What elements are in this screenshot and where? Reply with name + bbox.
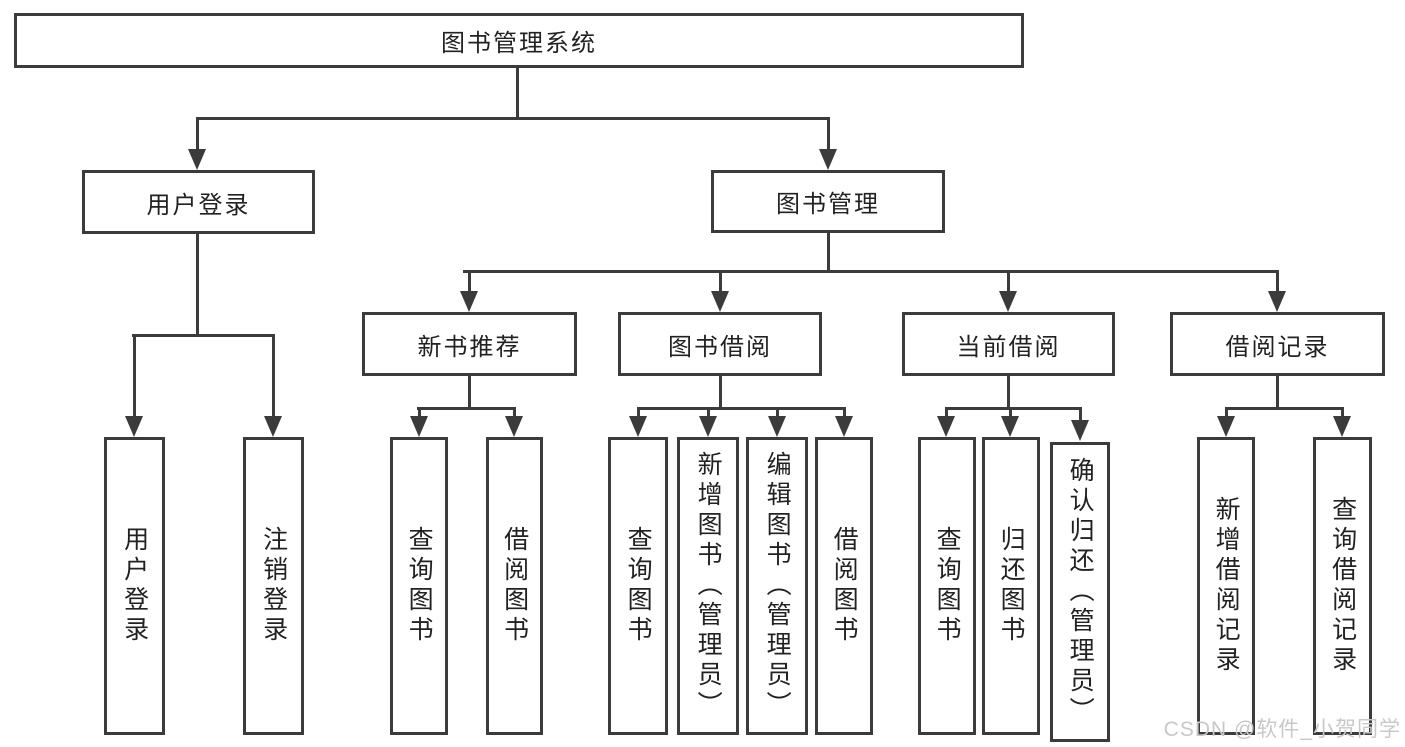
arrow-down [505, 416, 523, 437]
node-label: 用户登录 [146, 191, 251, 219]
node-label: 新书推荐 [417, 333, 522, 361]
connector-drop [637, 407, 640, 419]
connector-drop [776, 407, 779, 419]
leaf-query-books-recommendation: 查询图书 [390, 437, 448, 735]
connector-drop [719, 270, 722, 295]
connector-drop [1225, 407, 1228, 419]
node-label: 归还图书 [997, 526, 1026, 646]
arrow-down [768, 416, 786, 437]
connector-drop [827, 117, 830, 153]
node-label: 新增借阅记录 [1212, 496, 1241, 676]
node-book-management: 图书管理 [711, 170, 945, 233]
connector-bar [417, 407, 516, 410]
arrow-down [1217, 416, 1235, 437]
arrow-down [1001, 416, 1019, 437]
arrow-down [1333, 416, 1351, 437]
node-label: 借阅记录 [1225, 333, 1330, 361]
arrow-down [460, 291, 478, 312]
arrow-down [999, 291, 1017, 312]
arrow-down [410, 416, 428, 437]
connector-bar [463, 270, 1279, 273]
node-label: 查询图书 [624, 526, 653, 646]
connector-bar [196, 117, 830, 120]
connector-stem [468, 376, 471, 409]
connector-drop [272, 334, 275, 419]
connector-drop [1009, 407, 1012, 419]
node-library-system: 图书管理系统 [14, 13, 1024, 68]
leaf-borrow-books-borrowing: 借阅图书 [815, 437, 873, 735]
leaf-confirm-return-admin: 确认归还（管理员） [1050, 442, 1110, 742]
connector-bar [945, 407, 1082, 410]
leaf-query-books-current: 查询图书 [918, 437, 976, 735]
node-label: 图书管理 [776, 191, 880, 218]
leaf-borrow-books-recommendation: 借阅图书 [486, 437, 543, 735]
leaf-add-books-admin: 新增图书（管理员） [677, 437, 739, 735]
leaf-query-borrow-record: 查询借阅记录 [1313, 437, 1372, 735]
connector-stem [1007, 376, 1010, 409]
leaf-add-borrow-record: 新增借阅记录 [1197, 437, 1255, 735]
node-current-borrowing: 当前借阅 [902, 312, 1115, 376]
arrow-down [835, 416, 853, 437]
leaf-query-books-borrowing: 查询图书 [608, 437, 668, 735]
connector-drop [1341, 407, 1344, 419]
leaf-return-books: 归还图书 [982, 437, 1040, 735]
arrow-down [711, 291, 729, 312]
connector-stem [827, 233, 830, 272]
node-label: 图书管理系统 [441, 30, 597, 57]
connector-stem [196, 234, 199, 337]
node-borrowing-records: 借阅记录 [1170, 312, 1385, 376]
node-label: 编辑图书（管理员） [763, 451, 792, 721]
arrow-down [264, 416, 282, 437]
node-new-book-recommendation: 新书推荐 [362, 312, 577, 376]
connector-drop [468, 270, 471, 295]
leaf-logout-login: 注销登录 [243, 437, 304, 735]
node-label: 图书借阅 [668, 333, 772, 361]
node-label: 新增图书（管理员） [694, 451, 723, 721]
node-label: 用户登录 [120, 526, 149, 646]
arrow-down [1071, 420, 1089, 441]
arrow-down [629, 416, 647, 437]
connector-stem [719, 376, 722, 409]
connector-drop [418, 407, 421, 419]
connector-drop [1079, 407, 1082, 421]
node-book-borrowing: 图书借阅 [618, 312, 822, 376]
arrow-down [1268, 291, 1286, 312]
node-user-login: 用户登录 [82, 170, 315, 234]
connector-bar [637, 407, 846, 410]
connector-drop [133, 334, 136, 419]
connector-drop [513, 407, 516, 419]
node-label: 查询借阅记录 [1328, 496, 1357, 676]
arrow-down [188, 149, 206, 170]
connector-stem [1276, 376, 1279, 409]
node-label: 确认归还（管理员） [1066, 457, 1095, 727]
leaf-user-login: 用户登录 [104, 437, 165, 735]
node-label: 当前借阅 [956, 333, 1061, 361]
leaf-edit-books-admin: 编辑图书（管理员） [746, 437, 808, 735]
node-label: 查询图书 [933, 526, 962, 646]
connector-drop [843, 407, 846, 419]
connector-bar [1225, 407, 1344, 410]
arrow-down [937, 416, 955, 437]
watermark-text: CSDN @软件_小贺同学 [1163, 718, 1401, 741]
arrow-down [699, 416, 717, 437]
connector-stem [516, 68, 519, 119]
node-label: 借阅图书 [830, 526, 859, 646]
node-label: 注销登录 [259, 526, 288, 646]
node-label: 查询图书 [405, 526, 434, 646]
connector-drop [1007, 270, 1010, 295]
arrow-down [819, 149, 837, 170]
arrow-down [125, 416, 143, 437]
connector-drop [707, 407, 710, 419]
connector-drop [196, 117, 199, 153]
connector-bar [132, 334, 274, 337]
node-label: 借阅图书 [500, 526, 529, 646]
connector-drop [1276, 270, 1279, 295]
connector-drop [945, 407, 948, 419]
